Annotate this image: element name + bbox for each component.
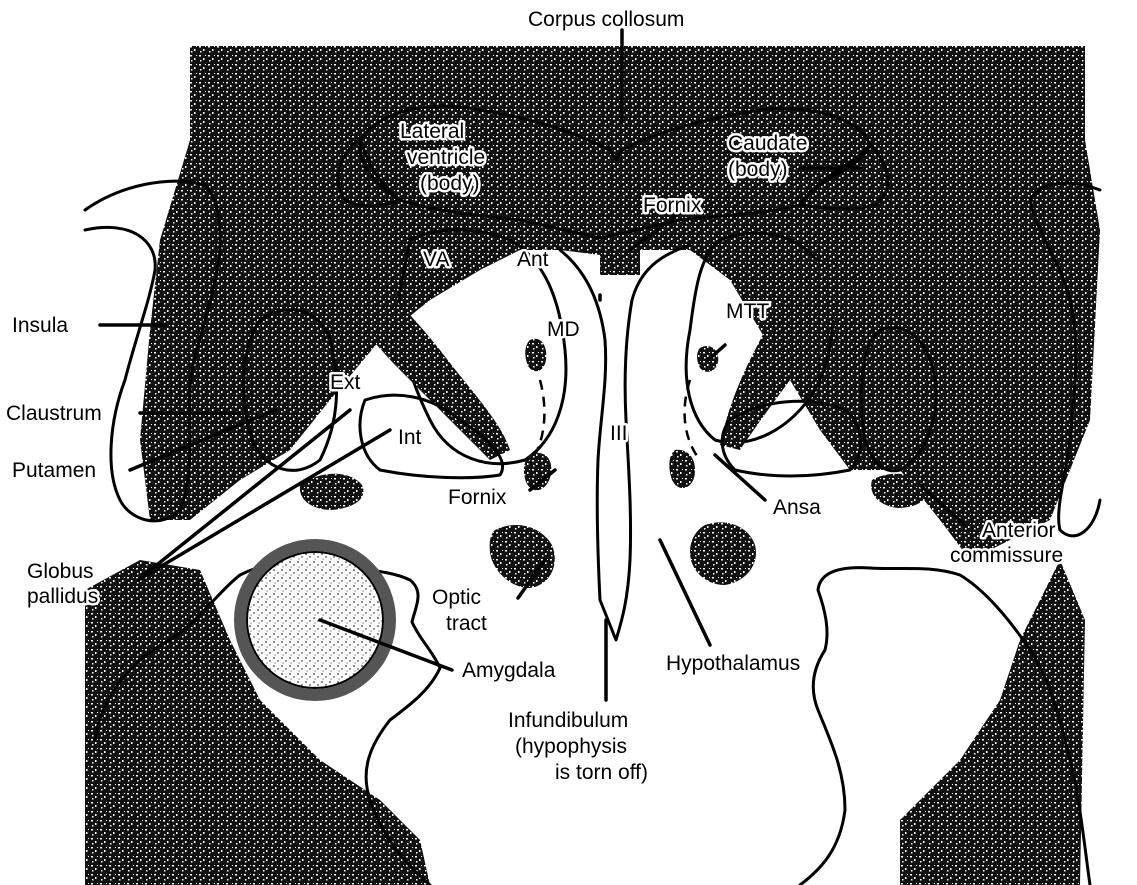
optic-tract-right (690, 522, 756, 585)
label-amygdala: Amygdala (462, 659, 556, 682)
label-caudate-line2: (body) (728, 158, 788, 181)
label-infundibulum-line2: (hypophysis (515, 735, 627, 758)
fornix-column-right (669, 450, 695, 488)
label-putamen: Putamen (12, 459, 96, 482)
label-infundibulum-line3: is torn off) (555, 761, 648, 784)
label-optic-tract-line1: Optic (432, 586, 481, 609)
label-infundibulum-line1: Infundibulum (508, 709, 628, 732)
white-matter-lower-right (900, 560, 1085, 885)
label-int: Int (398, 426, 422, 449)
label-insula: Insula (12, 314, 68, 337)
third-ventricle-dash (532, 380, 544, 460)
label-lateral-ventricle-line2: ventricle (407, 146, 485, 169)
label-hypothalamus: Hypothalamus (666, 652, 800, 675)
label-globus-pallidus-line1: Globus (27, 560, 94, 583)
label-ansa: Ansa (773, 496, 821, 519)
optic-tract-left (490, 525, 555, 588)
label-mtt: MTT (726, 300, 769, 323)
label-lateral-ventricle-line3: (body) (420, 172, 480, 195)
label-ext: Ext (330, 371, 361, 394)
label-fornix-upper: Fornix (643, 194, 702, 217)
label-caudate-line1: Caudate (728, 132, 807, 155)
white-matter-upper (140, 46, 1100, 560)
label-third-ventricle: III (610, 422, 628, 445)
md-nucleus-spot (525, 339, 546, 372)
label-md: MD (547, 318, 580, 341)
label-fornix-lower: Fornix (448, 486, 507, 509)
label-anterior-commissure-line1: Anterior (982, 519, 1056, 542)
label-lateral-ventricle-line1: Lateral (400, 120, 464, 143)
label-anterior-commissure-line2: commissure (950, 544, 1063, 567)
label-va: VA (423, 248, 449, 271)
label-globus-pallidus-line2: pallidus (27, 585, 98, 608)
label-optic-tract-line2: tract (446, 612, 487, 635)
label-ant: Ant (517, 248, 549, 271)
label-corpus-collosum: Corpus collosum (528, 8, 684, 31)
label-claustrum: Claustrum (6, 402, 102, 425)
amygdala-circle (240, 545, 390, 695)
